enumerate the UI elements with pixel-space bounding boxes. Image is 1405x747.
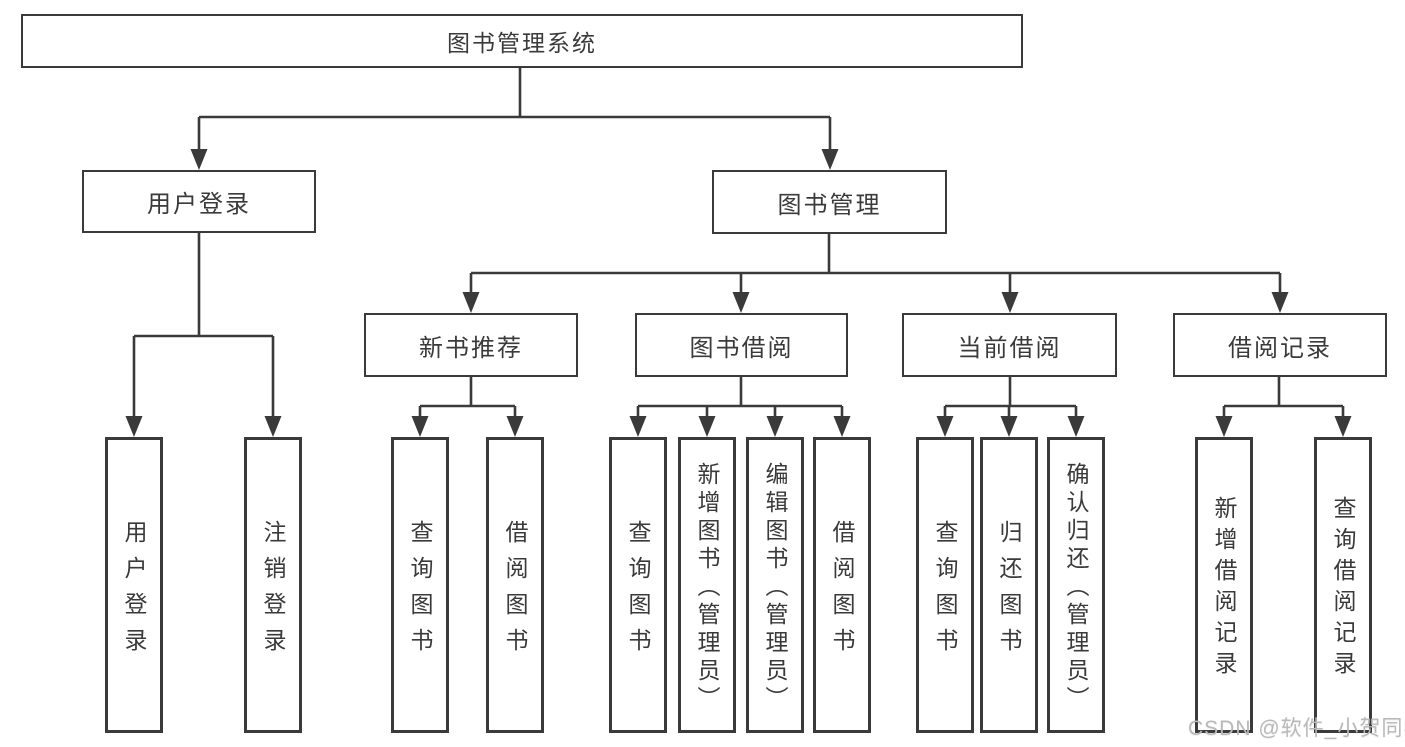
connector-new-book-branch [418, 377, 517, 418]
node-user-login-label: 用户登录 [147, 191, 251, 218]
leaf-add-borrow-record: 新增借阅记录 [1195, 437, 1253, 733]
node-book-management-label: 图书管理 [777, 191, 882, 219]
leaf-return-books: 归还图书 [980, 437, 1038, 733]
node-book-borrowing: 图书借阅 [635, 313, 848, 377]
node-borrowing-records-label: 借阅记录 [1228, 334, 1332, 362]
connector-root-to-level2 [197, 68, 832, 150]
node-book-management: 图书管理 [712, 170, 947, 234]
node-root-system: 图书管理系统 [21, 14, 1023, 68]
leaf-query-books-current-label: 查询图书 [932, 519, 958, 664]
node-current-borrowing-label: 当前借阅 [957, 334, 1062, 362]
leaf-user-login-label: 用户登录 [121, 519, 147, 664]
node-root-label: 图书管理系统 [447, 30, 597, 56]
leaf-return-books-label: 归还图书 [996, 519, 1022, 664]
node-user-login: 用户登录 [82, 170, 316, 233]
leaf-borrow-books-borrowing: 借阅图书 [813, 437, 871, 733]
node-borrowing-records: 借阅记录 [1173, 313, 1387, 377]
leaf-query-books-current: 查询图书 [916, 437, 974, 733]
leaf-add-borrow-record-label: 新增借阅记录 [1211, 496, 1237, 682]
connector-user-login-branch [132, 233, 275, 418]
leaf-borrow-books-borrowing-label: 借阅图书 [829, 519, 855, 664]
leaf-edit-books-admin: 编辑图书（管理员） [746, 437, 804, 733]
leaf-query-borrow-record-label: 查询借阅记录 [1330, 496, 1356, 682]
node-new-book-recommend: 新书推荐 [364, 313, 578, 377]
leaf-user-login: 用户登录 [105, 437, 163, 733]
node-current-borrowing: 当前借阅 [902, 313, 1117, 377]
leaf-edit-books-admin-label: 编辑图书（管理员） [762, 461, 788, 714]
leaf-logout: 注销登录 [244, 437, 302, 733]
leaf-query-books-recommend-label: 查询图书 [407, 519, 433, 664]
node-book-borrowing-label: 图书借阅 [689, 334, 794, 362]
connector-borrowing-records-branch [1222, 377, 1345, 418]
leaf-add-books-admin-label: 新增图书（管理员） [694, 461, 720, 714]
leaf-query-books-recommend: 查询图书 [391, 437, 449, 733]
leaf-confirm-return-admin: 确认归还（管理员） [1047, 437, 1105, 733]
leaf-query-borrow-record: 查询借阅记录 [1314, 437, 1372, 733]
connector-book-management-branch [469, 234, 1282, 294]
leaf-query-books-borrowing-label: 查询图书 [625, 519, 651, 664]
leaf-borrow-books-recommend: 借阅图书 [486, 437, 544, 733]
leaf-add-books-admin: 新增图书（管理员） [678, 437, 736, 733]
leaf-confirm-return-admin-label: 确认归还（管理员） [1063, 461, 1089, 714]
csdn-watermark: CSDN @软件_小贺同学 [1188, 717, 1405, 740]
connector-book-borrowing-branch [636, 377, 844, 418]
leaf-query-books-borrowing: 查询图书 [609, 437, 667, 733]
arrowheads [125, 149, 1352, 437]
node-new-book-recommend-label: 新书推荐 [419, 334, 523, 362]
leaf-logout-label: 注销登录 [260, 519, 286, 664]
connector-current-borrowing-branch [943, 377, 1078, 418]
leaf-borrow-books-recommend-label: 借阅图书 [502, 519, 528, 664]
